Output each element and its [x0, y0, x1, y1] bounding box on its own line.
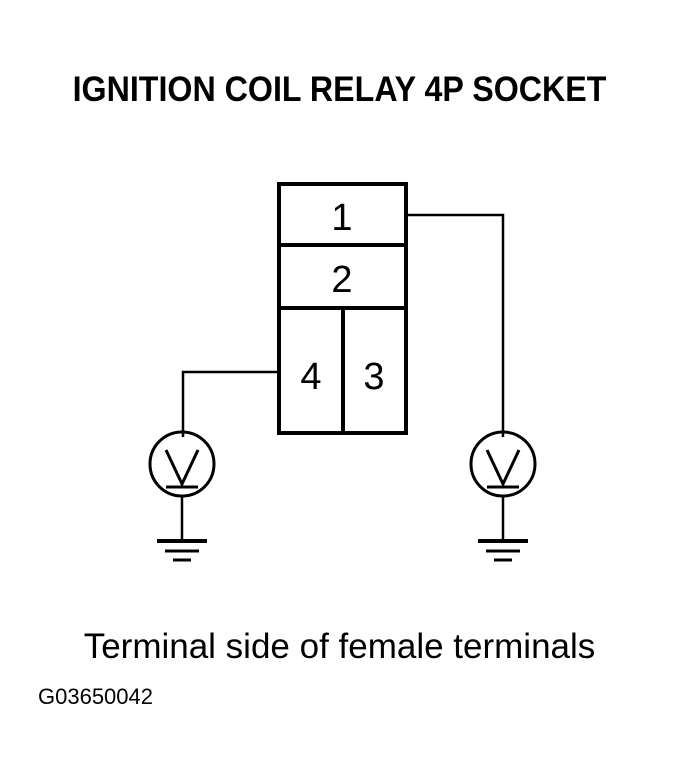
diagram-title: IGNITION COIL RELAY 4P SOCKET	[72, 70, 607, 109]
relay-socket	[277, 182, 408, 435]
terminal-4-label: 4	[300, 356, 321, 398]
voltmeter-icon	[148, 430, 216, 498]
terminal-1-label: 1	[331, 197, 352, 239]
ground-icon	[478, 496, 528, 562]
wire-terminal-4	[181, 370, 279, 437]
voltmeter-icon	[469, 430, 537, 498]
diagram-caption: Terminal side of female terminals	[83, 627, 596, 666]
figure-id: G03650042	[38, 684, 153, 709]
terminal-3-label: 3	[363, 356, 384, 398]
terminal-2-label: 2	[331, 259, 352, 301]
wire-terminal-1	[406, 213, 505, 437]
ground-icon	[157, 496, 207, 562]
